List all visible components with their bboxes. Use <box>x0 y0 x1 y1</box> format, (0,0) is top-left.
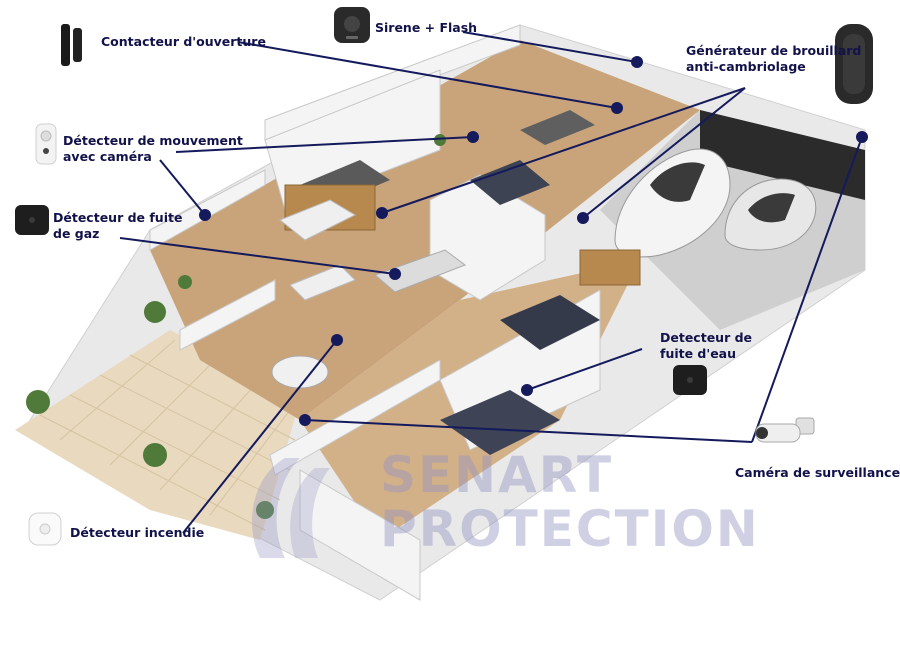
dot-mouvement-b <box>199 209 211 221</box>
pointer-line-sirene <box>462 31 638 63</box>
dot-sirene <box>631 56 643 68</box>
wall-north <box>264 24 521 141</box>
fog-generator-icon <box>835 24 873 104</box>
pointer-line-mouvement-a <box>175 136 474 153</box>
pointer-line-eau <box>526 348 643 391</box>
surveillance-camera-icon <box>755 417 815 443</box>
bathroom-south <box>440 390 560 455</box>
wardrobe <box>579 249 641 286</box>
label-contacteur-text: Contacteur d'ouverture <box>101 34 266 49</box>
pointer-line-generateur-b <box>381 87 746 214</box>
label-gaz-line1: Détecteur de fuite <box>53 210 183 225</box>
label-incendie-text: Détecteur incendie <box>70 525 205 540</box>
watermark-line2: PROTECTION <box>380 500 760 558</box>
label-eau-line2: fuite d'eau <box>660 346 737 361</box>
pointer-line-camera-b <box>751 136 863 443</box>
plants <box>26 134 446 519</box>
dot-incendie <box>331 334 343 346</box>
wall-living-divider <box>179 279 276 351</box>
water-leak-detector-icon <box>673 365 707 395</box>
label-gaz-line2: de gaz <box>53 226 100 241</box>
pointer-line-camera <box>304 419 753 443</box>
label-generateur: Générateur de brouillard anti-cambriolag… <box>686 43 861 75</box>
motion-camera-detector-icon <box>35 123 57 165</box>
label-generateur-line2: anti-cambriolage <box>686 59 806 74</box>
dot-contacteur <box>611 102 623 114</box>
sofa-2 <box>289 264 356 301</box>
label-mouvement-line1: Détecteur de mouvement <box>63 133 243 148</box>
siren-icon <box>334 7 370 43</box>
label-eau-line1: Detecteur de <box>660 330 753 345</box>
car-white <box>614 148 731 258</box>
garage-door <box>700 110 865 200</box>
pointer-line-mouvement-b <box>159 159 206 216</box>
door-contact-icon <box>61 24 82 66</box>
label-contacteur: Contacteur d'ouverture <box>101 34 266 50</box>
dot-mouvement-a <box>467 131 479 143</box>
dining-table <box>271 355 329 389</box>
label-mouvement-line2: avec caméra <box>63 149 152 164</box>
watermark-line1: SENART <box>380 446 614 504</box>
smoke-detector-icon <box>28 512 62 546</box>
label-eau: Detecteur de fuite d'eau <box>660 330 752 362</box>
car-white-windshield <box>650 162 705 202</box>
dot-generateur-b <box>376 207 388 219</box>
pointer-line-contacteur <box>237 41 618 109</box>
dot-camera <box>299 414 311 426</box>
label-camera-text: Caméra de surveillance <box>735 465 900 480</box>
car-red-windshield <box>748 193 795 223</box>
wall-south <box>299 469 421 601</box>
label-sirene-text: Sirene + Flash <box>375 20 478 35</box>
kitchen-island <box>374 249 467 293</box>
bathroom-floor <box>500 295 600 350</box>
pointer-line-incendie <box>182 339 338 534</box>
wall-bedroom <box>264 69 441 211</box>
terrace <box>15 330 300 540</box>
label-generateur-line1: Générateur de brouillard <box>686 43 862 58</box>
label-mouvement: Détecteur de mouvement avec caméra <box>63 133 243 165</box>
label-incendie: Détecteur incendie <box>70 525 204 541</box>
sofa <box>279 199 357 241</box>
bed-north <box>520 110 595 145</box>
watermark-logo-mark <box>252 458 330 558</box>
dot-eau <box>521 384 533 396</box>
bathroom-floor-2 <box>470 160 550 205</box>
label-gaz: Détecteur de fuite de gaz <box>53 210 182 242</box>
pointer-line-gaz <box>119 237 396 275</box>
pointer-line-generateur-a <box>582 87 746 219</box>
dot-camera-b <box>856 131 868 143</box>
dot-generateur-a <box>577 212 589 224</box>
label-sirene: Sirene + Flash <box>375 20 477 36</box>
label-camera: Caméra de surveillance <box>735 465 900 481</box>
gas-leak-detector-icon <box>15 205 49 235</box>
dot-gaz <box>389 268 401 280</box>
